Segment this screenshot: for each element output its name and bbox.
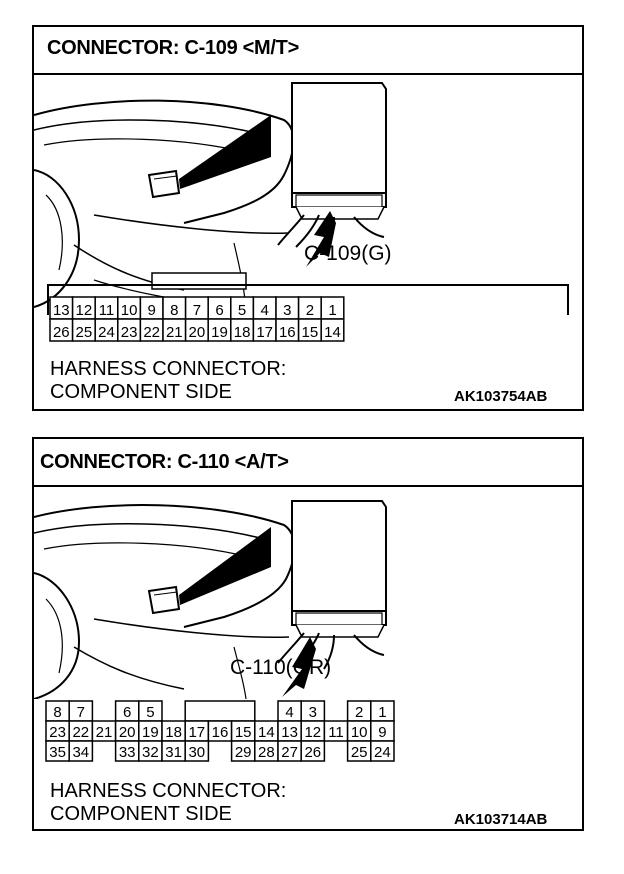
pin-cell xyxy=(320,318,345,342)
pin-number: 17 xyxy=(256,324,273,341)
pin-number: 14 xyxy=(258,724,275,741)
pin-number: 16 xyxy=(279,324,296,341)
pin-number: 4 xyxy=(261,302,269,319)
pin-number: 33 xyxy=(119,744,136,761)
pin-number: 2 xyxy=(306,302,314,319)
pin-number: 12 xyxy=(76,302,93,319)
pin-number: 26 xyxy=(53,324,70,341)
connector-callout-label: C-110(GR) xyxy=(230,656,332,679)
ecu-module-icon xyxy=(277,500,387,670)
pin-number: 28 xyxy=(258,744,275,761)
pin-number: 14 xyxy=(324,324,341,341)
pin-number: 32 xyxy=(142,744,159,761)
panel-title: CONNECTOR: C-109 <M/T> xyxy=(47,37,299,59)
pin-number: 15 xyxy=(302,324,319,341)
title-divider xyxy=(34,485,582,487)
pin-number: 13 xyxy=(53,302,70,319)
pin-number: 23 xyxy=(121,324,138,341)
pin-number: 3 xyxy=(283,302,291,319)
title-divider xyxy=(34,73,582,75)
pin-number: 9 xyxy=(378,724,386,741)
pin-number: 29 xyxy=(235,744,252,761)
harness-label-line1: HARNESS CONNECTOR: xyxy=(50,358,287,380)
dash-connector-icon xyxy=(147,585,181,615)
harness-label-line2: COMPONENT SIDE xyxy=(50,803,232,825)
pin-number: 24 xyxy=(98,324,115,341)
pin-number: 19 xyxy=(211,324,228,341)
pin-diagram-c109 xyxy=(47,272,569,315)
pin-number: 7 xyxy=(77,704,85,721)
connector-panel-c109: CONNECTOR: C-109 <M/T> xyxy=(32,25,584,411)
pin-number: 15 xyxy=(235,724,252,741)
pin-number: 3 xyxy=(309,704,317,721)
pin-number: 35 xyxy=(49,744,66,761)
pin-number: 5 xyxy=(146,704,154,721)
panel-title: CONNECTOR: C-110 <A/T> xyxy=(40,451,289,473)
pin-number: 25 xyxy=(351,744,368,761)
pin-number: 11 xyxy=(328,724,344,741)
pin-number: 13 xyxy=(281,724,298,741)
connector-callout-label: C-109(G) xyxy=(304,242,392,265)
pin-number: 10 xyxy=(121,302,138,319)
harness-label-line2: COMPONENT SIDE xyxy=(50,381,232,403)
pin-number: 22 xyxy=(72,724,89,741)
figure-code: AK103714AB xyxy=(454,811,548,828)
pin-number: 30 xyxy=(188,744,205,761)
arrow-icon xyxy=(306,211,336,267)
pin-number: 2 xyxy=(355,704,363,721)
pin-number: 22 xyxy=(143,324,160,341)
pin-number: 19 xyxy=(142,724,159,741)
pin-number: 17 xyxy=(188,724,205,741)
pin-number: 6 xyxy=(123,704,131,721)
pin-number: 18 xyxy=(165,724,182,741)
pin-number: 1 xyxy=(378,704,386,721)
dashboard-illustration xyxy=(34,500,387,699)
pin-number: 6 xyxy=(215,302,223,319)
pin-number: 10 xyxy=(351,724,368,741)
pin-number: 8 xyxy=(170,302,178,319)
dash-connector-icon xyxy=(147,169,181,199)
pin-number: 16 xyxy=(212,724,229,741)
figure-code: AK103754AB xyxy=(454,388,548,405)
pin-number: 26 xyxy=(304,744,321,761)
pin-number: 21 xyxy=(96,724,113,741)
pin-number: 18 xyxy=(234,324,251,341)
dashboard-illustration xyxy=(34,82,569,315)
pin-number: 31 xyxy=(165,744,182,761)
pin-number: 4 xyxy=(285,704,293,721)
pin-number: 11 xyxy=(99,302,115,319)
harness-label: HARNESS CONNECTOR: COMPONENT SIDE xyxy=(50,358,286,404)
pin-number: 9 xyxy=(148,302,156,319)
pin-number: 27 xyxy=(281,744,298,761)
arrow-icon xyxy=(282,637,316,697)
pin-number: 25 xyxy=(76,324,93,341)
pin-cell xyxy=(300,740,326,762)
pin-number: 1 xyxy=(328,302,336,319)
pin-cell xyxy=(370,740,395,762)
pin-number: 24 xyxy=(374,744,391,761)
pin-number: 5 xyxy=(238,302,246,319)
pin-number: 20 xyxy=(119,724,136,741)
ecu-module-icon xyxy=(277,82,387,252)
pin-number: 34 xyxy=(72,744,89,761)
pin-number: 7 xyxy=(193,302,201,319)
harness-label: HARNESS CONNECTOR: COMPONENT SIDE xyxy=(50,780,286,826)
pin-number: 21 xyxy=(166,324,183,341)
pin-number: 23 xyxy=(49,724,66,741)
harness-label-line1: HARNESS CONNECTOR: xyxy=(50,780,287,802)
pin-number: 12 xyxy=(304,724,321,741)
pin-cell xyxy=(184,740,210,762)
pin-number: 8 xyxy=(53,704,61,721)
pin-cell xyxy=(68,740,94,762)
pin-cell xyxy=(184,700,256,722)
pin-number: 20 xyxy=(189,324,206,341)
